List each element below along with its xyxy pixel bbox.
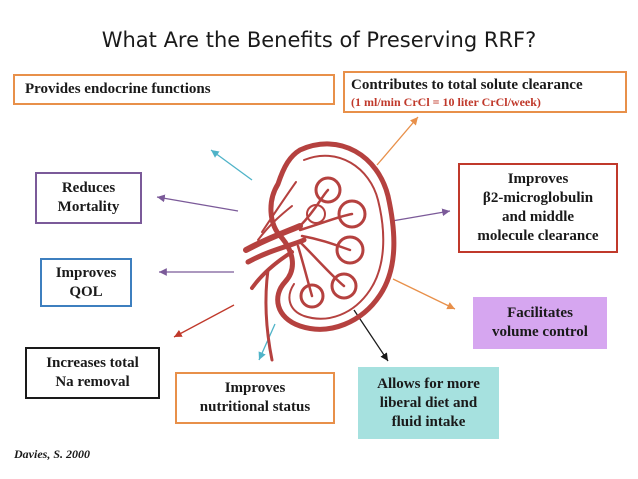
diet-line-1: Allows for more <box>377 375 480 392</box>
sodium-line-2: Na removal <box>55 374 130 390</box>
beta2-clearance-box: Improves β2-microglobulin and middle mol… <box>458 163 618 253</box>
liberal-diet-box: Allows for more liberal diet and fluid i… <box>358 367 499 439</box>
endocrine-box: Provides endocrine functions <box>13 74 335 105</box>
solute-clearance-box: Contributes to total solute clearance (1… <box>343 71 627 113</box>
arrow-beta2 <box>391 208 451 222</box>
nutrition-box: Improves nutritional status <box>175 372 335 424</box>
volume-control-box: Facilitates volume control <box>473 297 607 349</box>
arrow-solute <box>376 116 419 166</box>
solute-clearance-subtext: (1 ml/min CrCl = 10 liter CrCl/week) <box>351 94 541 109</box>
beta2-line-3: and middle <box>501 209 575 225</box>
volume-line-1: Facilitates <box>507 305 573 321</box>
slide-title: What Are the Benefits of Preserving RRF? <box>101 28 537 52</box>
arrow-volume <box>392 278 456 310</box>
mortality-line-1: Reduces <box>61 180 116 196</box>
endocrine-text: Provides endocrine functions <box>25 81 211 97</box>
qol-line-2: QOL <box>69 283 103 300</box>
beta2-line-2: β2-microglobulin <box>482 190 594 206</box>
nutrition-line-1: Improves <box>224 380 286 396</box>
sodium-line-1: Increases total <box>46 355 139 371</box>
beta2-line-4: molecule clearance <box>477 228 599 244</box>
arrow-endocrine <box>210 149 253 181</box>
arrow-sodium <box>173 304 235 338</box>
diet-line-3: fluid intake <box>391 413 466 430</box>
diet-line-2: liberal diet and <box>379 394 478 411</box>
citation: Davies, S. 2000 <box>14 447 90 461</box>
mortality-line-2: Mortality <box>57 199 120 215</box>
qol-line-1: Improves <box>55 264 117 281</box>
beta2-line-1: Improves <box>507 171 569 187</box>
mortality-box: Reduces Mortality <box>35 172 142 224</box>
solute-clearance-text: Contributes to total solute clearance <box>351 76 583 93</box>
arrow-nutrition <box>258 323 276 361</box>
arrow-mortality <box>156 194 239 212</box>
volume-line-2: volume control <box>492 324 588 340</box>
nutrition-line-2: nutritional status <box>199 399 311 415</box>
qol-box: Improves QOL <box>40 258 132 307</box>
sodium-removal-box: Increases total Na removal <box>25 347 160 399</box>
